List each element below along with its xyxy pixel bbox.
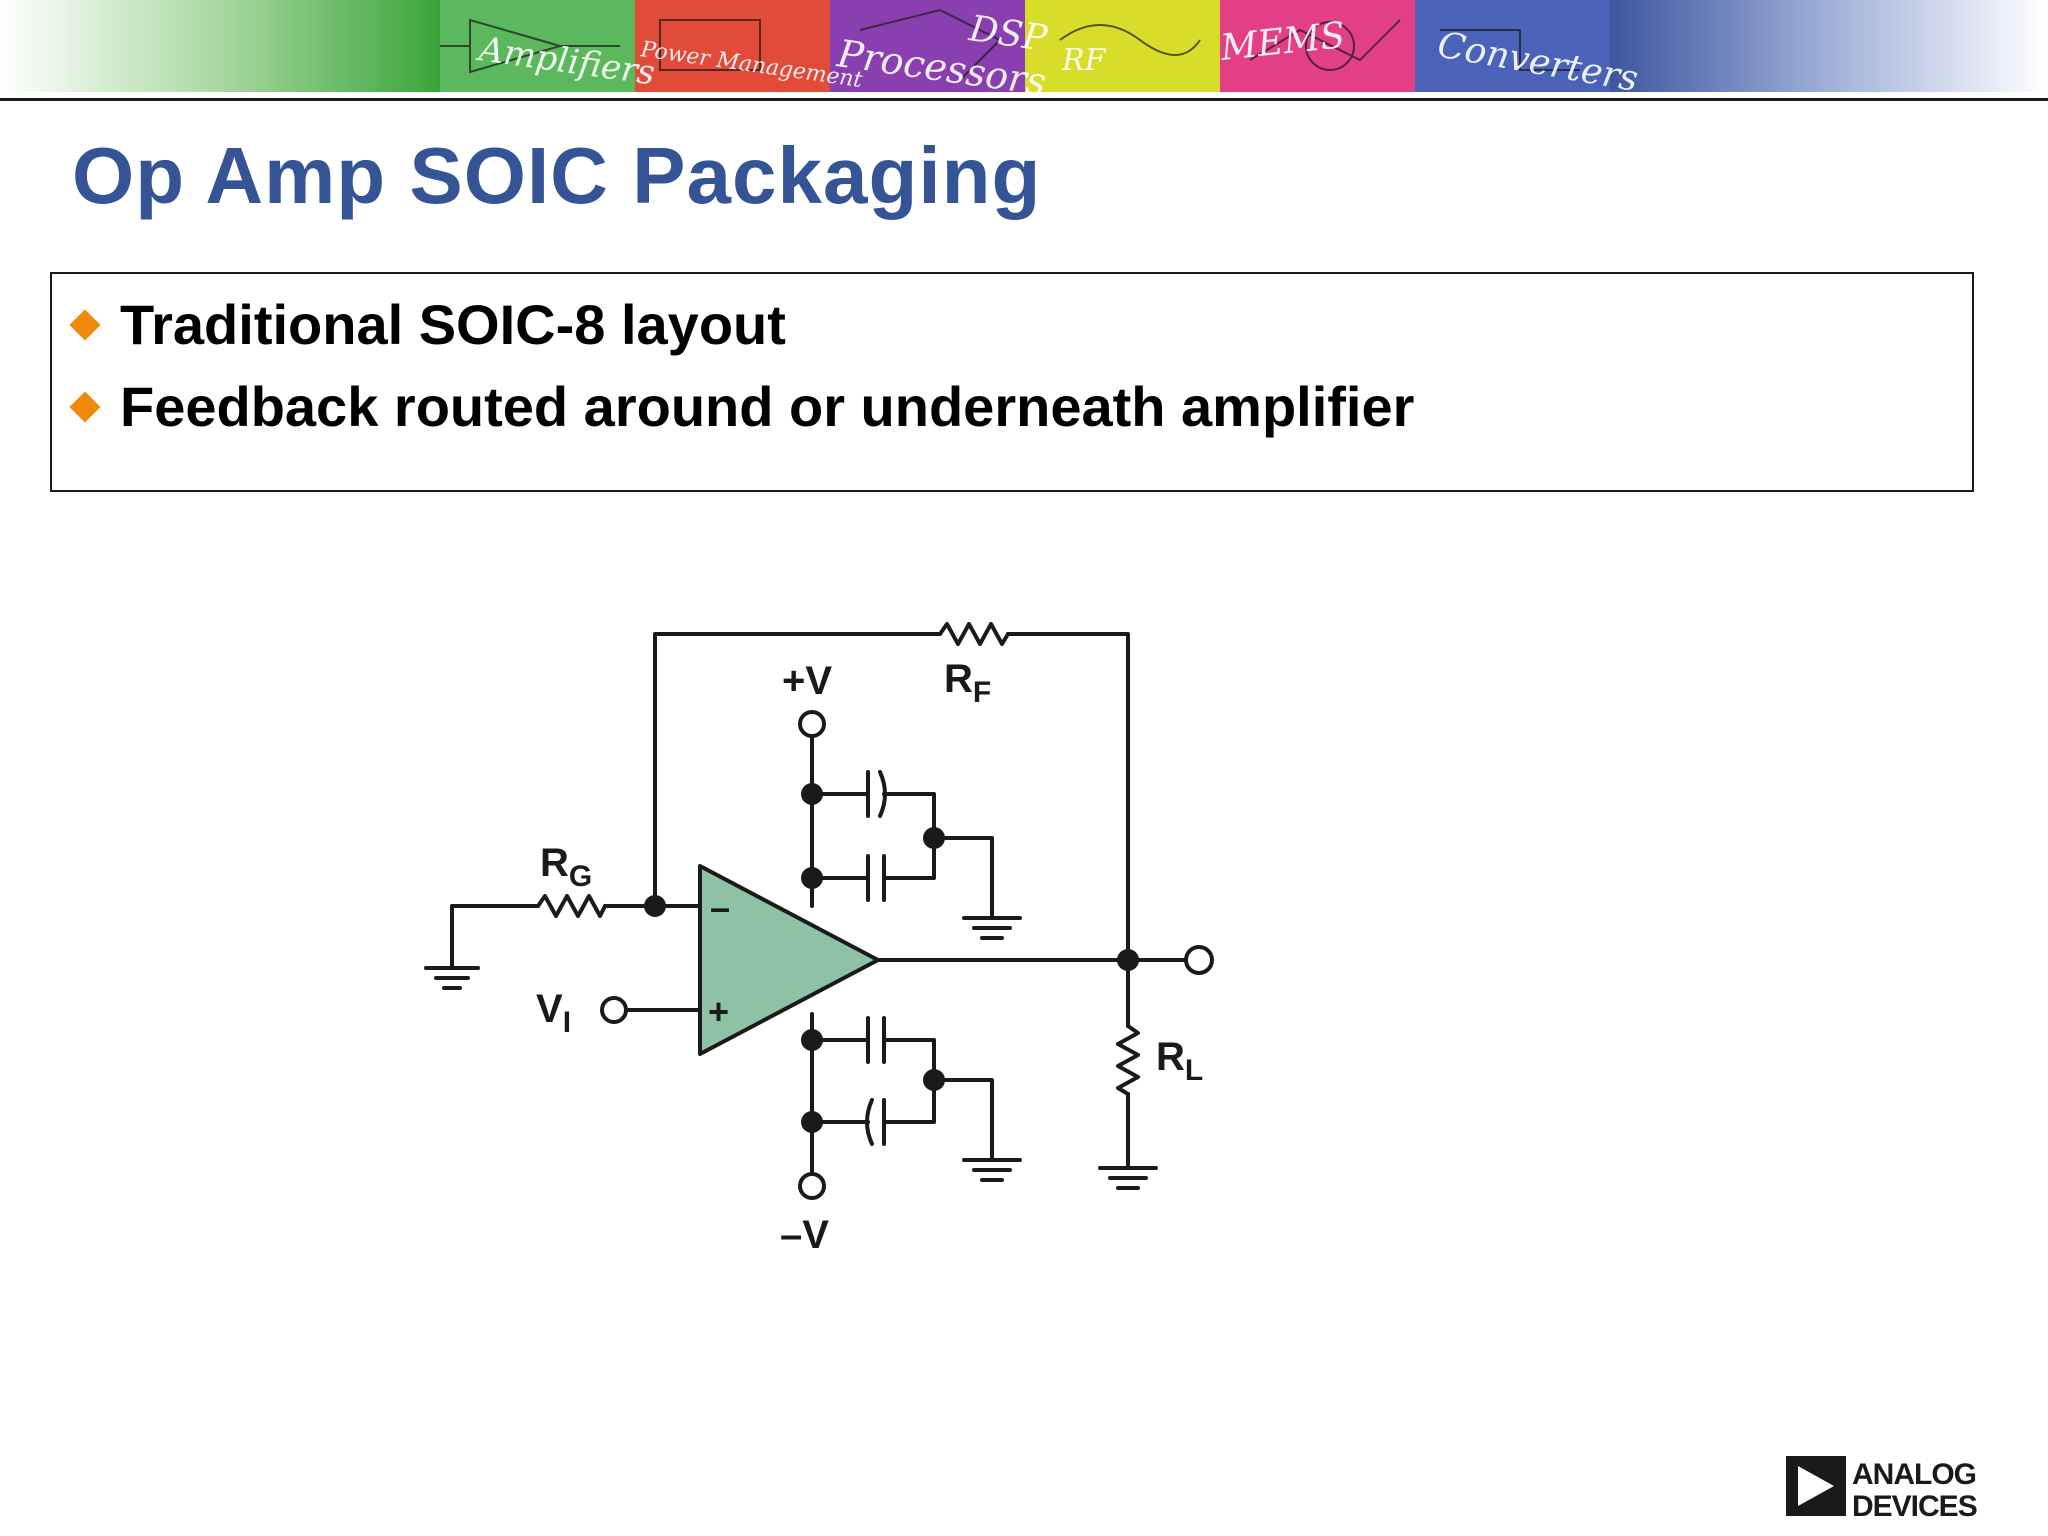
rf-resistor	[938, 622, 1010, 646]
cap-wire	[810, 1038, 870, 1124]
junction-dot	[923, 1069, 945, 1091]
bullet-text: Feedback routed around or underneath amp…	[120, 375, 1415, 438]
junction-dot	[801, 1029, 823, 1051]
junction-dot	[644, 895, 666, 917]
rg-label-main: R	[540, 841, 569, 885]
feedback-wire	[1006, 632, 1130, 962]
opamp-triangle	[698, 864, 880, 1056]
rg-label: RG	[540, 841, 592, 893]
rg-label-sub: G	[569, 860, 592, 893]
slide-title: Op Amp SOIC Packaging	[72, 131, 1042, 220]
junction-dot	[801, 783, 823, 805]
junction-dot	[801, 867, 823, 889]
rl-label-main: R	[1156, 1035, 1185, 1079]
opamp-minus-label: –	[710, 887, 730, 928]
vi-label-sub: I	[563, 1006, 571, 1039]
logo-line2: DEVICES	[1852, 1490, 1977, 1520]
vpos-terminal	[798, 710, 826, 738]
bullet-text: Traditional SOIC-8 layout	[120, 293, 786, 356]
rl-label: RL	[1156, 1035, 1203, 1087]
ground-symbol	[962, 1158, 1022, 1182]
rg-resistor	[536, 894, 607, 918]
vi-label-main: V	[536, 987, 563, 1031]
banner-label: RF	[1061, 43, 1107, 78]
bypass-capacitor	[866, 1016, 886, 1064]
ground-wire	[450, 904, 540, 962]
logo-line1: ANALOG	[1852, 1458, 1976, 1491]
vi-label: VI	[536, 987, 571, 1039]
rl-label-sub: L	[1185, 1054, 1203, 1087]
rf-label-main: R	[944, 657, 973, 701]
vneg-terminal	[798, 1172, 826, 1200]
rl-resistor	[1116, 1024, 1140, 1096]
bypass-capacitor	[866, 854, 886, 902]
bullet-item: Traditional SOIC-8 layout	[66, 292, 786, 357]
rf-label: RF	[944, 657, 991, 709]
junction-dot	[1117, 949, 1139, 971]
bullet-item: Feedback routed around or underneath amp…	[66, 374, 1414, 439]
rf-label-sub: F	[973, 676, 991, 709]
header-rule	[0, 98, 2048, 101]
analog-devices-logo: ANALOG DEVICES	[1786, 1456, 1978, 1520]
junction-dot	[923, 827, 945, 849]
vpos-label: +V	[782, 659, 832, 703]
feedback-wire	[653, 632, 942, 908]
output-terminal	[1184, 945, 1214, 975]
opamp-plus-label: +	[708, 991, 729, 1032]
ground-symbol	[424, 966, 480, 990]
ground-symbol	[1098, 1166, 1158, 1190]
junction-dot	[801, 1111, 823, 1133]
vi-terminal	[600, 996, 628, 1024]
vneg-label: –V	[780, 1213, 829, 1257]
cap-wire	[810, 792, 870, 880]
header-banner: Amplifiers Power Management Processors D…	[0, 0, 2048, 92]
ground-symbol	[962, 916, 1022, 940]
bullet-box: Traditional SOIC-8 layout Feedback route…	[50, 272, 1974, 492]
